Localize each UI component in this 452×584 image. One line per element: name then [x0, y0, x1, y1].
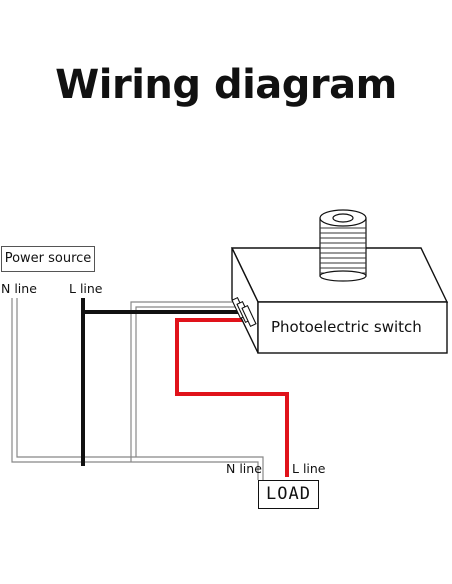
n-wire-branch-inner	[135, 306, 242, 457]
l-line-label-left: L line	[69, 281, 103, 296]
power-source-label: Power source	[1, 246, 95, 272]
n-wire-inner	[16, 298, 264, 480]
l-line-label-load: L line	[292, 461, 326, 476]
photoelectric-switch-label: Photoelectric switch	[271, 318, 422, 336]
n-line-label-left: N line	[1, 281, 37, 296]
diagram-title: Wiring diagram	[55, 62, 397, 108]
load-wire	[175, 318, 289, 477]
l-line-wire	[81, 298, 240, 466]
sensor-cylinder	[319, 209, 367, 282]
switch-terminals	[231, 296, 257, 328]
n-wire-outer	[11, 298, 259, 480]
n-line-wire	[11, 298, 264, 480]
n-line-label-load: N line	[226, 461, 262, 476]
switch-box-front	[257, 301, 448, 354]
load-label: LOAD	[258, 480, 319, 509]
n-wire-branch-outer	[130, 301, 242, 462]
